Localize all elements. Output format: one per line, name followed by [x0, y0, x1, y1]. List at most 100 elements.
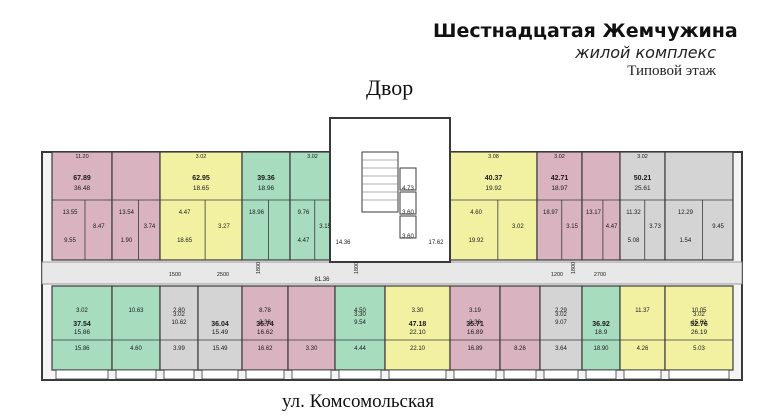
dimension-label: 1800: [354, 262, 360, 274]
top-apartment-block: [289, 151, 336, 261]
room-area-label: 3.02: [173, 312, 185, 318]
room-area-label: 3.27: [218, 224, 230, 230]
dimension-label: 1500: [169, 272, 181, 278]
dimension-label: 1200: [551, 272, 563, 278]
bottom-apartment-block: [384, 285, 451, 371]
bottom-apartment-block: [499, 285, 541, 371]
balcony: [291, 369, 332, 380]
room-area-label: 10.62: [171, 320, 187, 326]
top-apartment-block: [159, 151, 243, 261]
core-area-label: 4.73: [402, 186, 414, 192]
room-area-label: 18.96: [249, 210, 265, 216]
room-area-label: 18.65: [177, 238, 193, 244]
room-area-label: 9.76: [298, 210, 310, 216]
room-area-label: 18.97: [543, 210, 559, 216]
apartment-living-area: 36.48: [74, 185, 91, 192]
dimension-label: 1800: [256, 262, 262, 274]
dimension-label: 1800: [571, 262, 577, 274]
room-area-label: 9.54: [354, 320, 366, 326]
room-area-label: 5.08: [628, 238, 640, 244]
apartment-total-area: 39.36: [257, 175, 275, 182]
balcony: [543, 369, 579, 380]
apartment-total-area: 62.95: [192, 175, 210, 182]
top-apartment-block: [51, 151, 113, 261]
apartment-living-area: 26.19: [691, 329, 708, 336]
core-area-label: 3.60: [402, 210, 414, 216]
courtyard-label: Двор: [366, 75, 414, 100]
balcony: [55, 369, 109, 380]
apartment-total-area: 36.92: [592, 321, 610, 328]
balcony: [115, 369, 157, 380]
room-area-label: 13.54: [119, 210, 135, 216]
balcony-area-label: 11.20: [75, 154, 88, 160]
balcony-area-label: 3.08: [488, 154, 499, 160]
corridor: [41, 261, 743, 285]
room-area-label: 8.47: [93, 224, 105, 230]
room-area-label: 18.90: [593, 346, 609, 352]
room-area-label: 3.02: [693, 312, 705, 318]
apartment-total-area: 52.76: [690, 321, 708, 328]
apartment-total-area: 50.21: [634, 175, 652, 182]
room-area-label: 9.45: [712, 224, 724, 230]
room-area-label: 4.26: [637, 346, 649, 352]
room-area-label: 3.33: [259, 320, 271, 326]
room-area-label: 10.05: [691, 308, 707, 314]
room-area-label: 15.49: [212, 346, 228, 352]
balcony-area-label: 3.02: [554, 154, 565, 160]
room-area-label: 3.64: [555, 346, 567, 352]
room-area-label: 4.50: [354, 308, 366, 314]
room-area-label: 10.63: [128, 308, 144, 314]
top-apartment-block: [449, 151, 538, 261]
apartment-living-area: 19.92: [485, 185, 502, 192]
room-area-label: 9.07: [555, 320, 567, 326]
apartment-living-area: 16.62: [257, 329, 274, 336]
room-area-label: 16.62: [257, 346, 273, 352]
corridor-area-label: 81.36: [314, 277, 330, 283]
complex-subtitle: жилой комплекс: [575, 43, 716, 62]
bottom-apartment-block: [619, 285, 666, 371]
room-area-label: 4.47: [179, 210, 191, 216]
room-area-label: 2.29: [555, 308, 567, 314]
room-area-label: 15.86: [74, 346, 90, 352]
room-area-label: 2.80: [173, 308, 185, 314]
room-area-label: 16.89: [467, 346, 483, 352]
balcony: [163, 369, 195, 380]
dimension-label: 2500: [217, 272, 229, 278]
staircase: [361, 151, 399, 213]
room-area-label: 3.99: [173, 346, 185, 352]
room-area-label: 19.92: [469, 238, 485, 244]
apartment-total-area: 47.18: [409, 321, 427, 328]
room-area-label: 3.73: [649, 224, 661, 230]
balcony-area-label: 3.02: [637, 154, 648, 160]
apartment-living-area: 25.61: [634, 185, 651, 192]
room-area-label: 3.02: [512, 224, 524, 230]
bottom-apartment-block: [287, 285, 336, 371]
apartment-living-area: 18.96: [258, 185, 275, 192]
room-area-label: 12.29: [678, 210, 694, 216]
bottom-apartment-block: [581, 285, 621, 371]
apartment-total-area: 67.89: [73, 175, 91, 182]
room-area-label: 4.44: [354, 346, 366, 352]
room-area-label: 4.60: [130, 346, 142, 352]
room-area-label: 11.37: [635, 308, 650, 314]
room-area-label: 15.02: [691, 320, 707, 326]
room-area-label: 22.10: [410, 346, 426, 352]
room-area-label: 3.15: [566, 224, 578, 230]
floor-type-label: Типовой этаж: [627, 63, 716, 79]
street-label: ул. Комсомольская: [282, 391, 435, 412]
balcony-area-label: 3.02: [307, 154, 318, 160]
balcony: [201, 369, 239, 380]
room-area-label: 3.19: [469, 308, 481, 314]
apartment-total-area: 36.74: [256, 321, 274, 328]
bottom-apartment-block: [539, 285, 583, 371]
room-area-label: 13.17: [586, 210, 602, 216]
room-area-label: 3.30: [306, 346, 318, 352]
room-area-label: 13.55: [62, 210, 78, 216]
bottom-apartment-block: [51, 285, 113, 371]
balcony: [245, 369, 285, 380]
top-apartment-block: [111, 151, 161, 261]
room-area-label: 4.60: [470, 210, 482, 216]
bottom-apartment-block: [111, 285, 161, 371]
room-area-label: 3.30: [412, 308, 424, 314]
apartment-living-area: 15.86: [74, 329, 91, 336]
